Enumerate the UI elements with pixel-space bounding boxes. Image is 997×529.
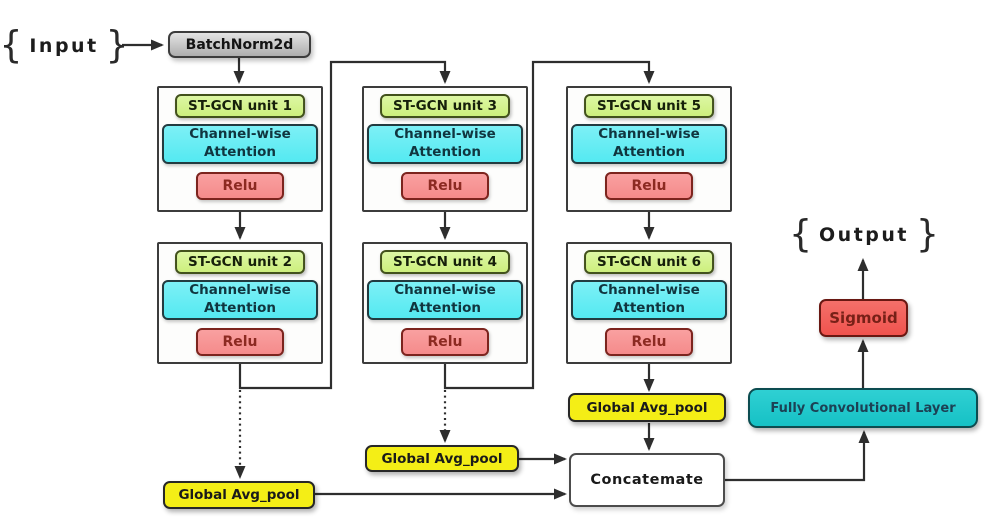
unit-group-1: ST-GCN unit 1 Channel-wise Attention Rel… [157,86,323,212]
relu-box-5: Relu [605,172,693,200]
attention-box-5: Channel-wise Attention [571,124,727,164]
relu-box-4: Relu [401,328,489,356]
unit-title-3: ST-GCN unit 3 [380,94,510,118]
unit-group-6: ST-GCN unit 6 Channel-wise Attention Rel… [566,242,732,364]
relu-box-3: Relu [401,172,489,200]
left-brace: { [789,212,813,256]
output-text: Output [819,224,909,246]
global-avg-pool-3: Global Avg_pool [568,393,726,422]
unit-title-1: ST-GCN unit 1 [175,94,305,118]
batchnorm-box: BatchNorm2d [168,31,311,58]
unit-group-2: ST-GCN unit 2 Channel-wise Attention Rel… [157,242,323,364]
relu-box-6: Relu [605,328,693,356]
unit-title-5: ST-GCN unit 5 [584,94,714,118]
right-brace: } [105,23,129,67]
concatenate-box: Concatemate [569,453,725,507]
right-brace: } [916,212,939,256]
attention-box-6: Channel-wise Attention [571,280,727,320]
relu-box-2: Relu [196,328,284,356]
global-avg-pool-1: Global Avg_pool [163,481,315,509]
unit-title-2: ST-GCN unit 2 [175,250,305,274]
input-text: Input [29,35,99,57]
unit-title-6: ST-GCN unit 6 [584,250,714,274]
unit-group-5: ST-GCN unit 5 Channel-wise Attention Rel… [566,86,732,212]
fully-convolutional-layer-box: Fully Convolutional Layer [748,388,978,428]
global-avg-pool-2: Global Avg_pool [365,445,519,472]
output-label: { Output } [789,214,939,256]
attention-box-2: Channel-wise Attention [162,280,318,320]
unit-title-4: ST-GCN unit 4 [380,250,510,274]
left-brace: { [0,23,23,67]
attention-box-3: Channel-wise Attention [367,124,523,164]
arrow-concatenate-to-fcl [725,430,870,482]
attention-box-4: Channel-wise Attention [367,280,523,320]
attention-box-1: Channel-wise Attention [162,124,318,164]
unit-group-4: ST-GCN unit 4 Channel-wise Attention Rel… [362,242,528,364]
relu-box-1: Relu [196,172,284,200]
sigmoid-box: Sigmoid [819,299,908,337]
unit-group-3: ST-GCN unit 3 Channel-wise Attention Rel… [362,86,528,212]
input-label: { Input } [0,26,129,66]
